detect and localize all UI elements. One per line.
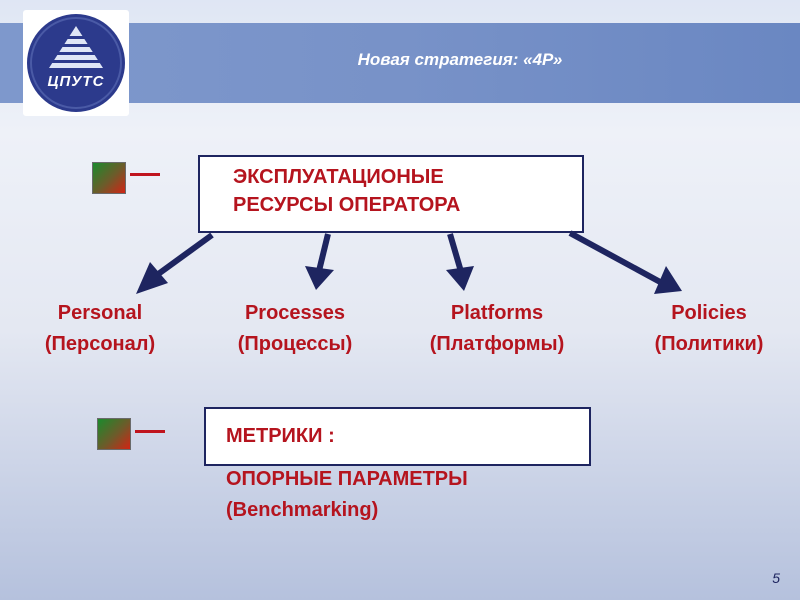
resources-box-line1: ЭКСПЛУАТАЦИОНЫЕ (233, 166, 444, 188)
label-processes-ru: (Процессы) (237, 333, 353, 355)
dash-icon (130, 173, 160, 176)
label-personal-ru: (Персонал) (44, 333, 156, 355)
bullet-square-icon (97, 418, 131, 450)
resources-box (198, 155, 584, 233)
logo: ЦПУТС (23, 10, 129, 116)
arrow-to-personal-icon (148, 232, 214, 283)
label-platforms: Platforms (Платформы) (402, 298, 592, 360)
slide-title: Новая стратегия: «4Р» (357, 50, 563, 69)
benchmarking-line1: ОПОРНЫЕ ПАРАМЕТРЫ (226, 468, 468, 490)
benchmarking-text: ОПОРНЫЕ ПАРАМЕТРЫ (Benchmarking) (226, 464, 468, 526)
metrics-label: МЕТРИКИ : (226, 425, 335, 447)
resources-box-line2: РЕСУРСЫ ОПЕРАТОРА (233, 194, 461, 216)
page-number: 5 (772, 570, 780, 586)
label-policies-en: Policies (671, 302, 747, 324)
dash-icon (135, 430, 165, 433)
label-policies: Policies (Политики) (614, 298, 800, 360)
label-personal: Personal (Персонал) (5, 298, 195, 360)
label-platforms-en: Platforms (450, 302, 544, 324)
arrow-to-policies-icon (568, 230, 664, 286)
label-policies-ru: (Политики) (654, 333, 764, 355)
label-processes-en: Processes (244, 302, 346, 324)
label-platforms-ru: (Платформы) (429, 333, 565, 355)
benchmarking-line2: (Benchmarking) (226, 499, 379, 521)
label-processes: Processes (Процессы) (200, 298, 390, 360)
logo-text: ЦПУТС (47, 73, 105, 90)
header-band (0, 23, 800, 103)
arrowhead-platforms-icon (446, 266, 474, 291)
bullet-square-icon (92, 162, 126, 194)
pyramid-logo-icon (27, 14, 125, 112)
metrics-box (204, 407, 591, 466)
arrowhead-policies-icon (654, 266, 682, 294)
label-personal-en: Personal (57, 302, 143, 324)
arrowhead-personal-icon (136, 262, 168, 294)
arrowhead-processes-icon (305, 266, 334, 290)
